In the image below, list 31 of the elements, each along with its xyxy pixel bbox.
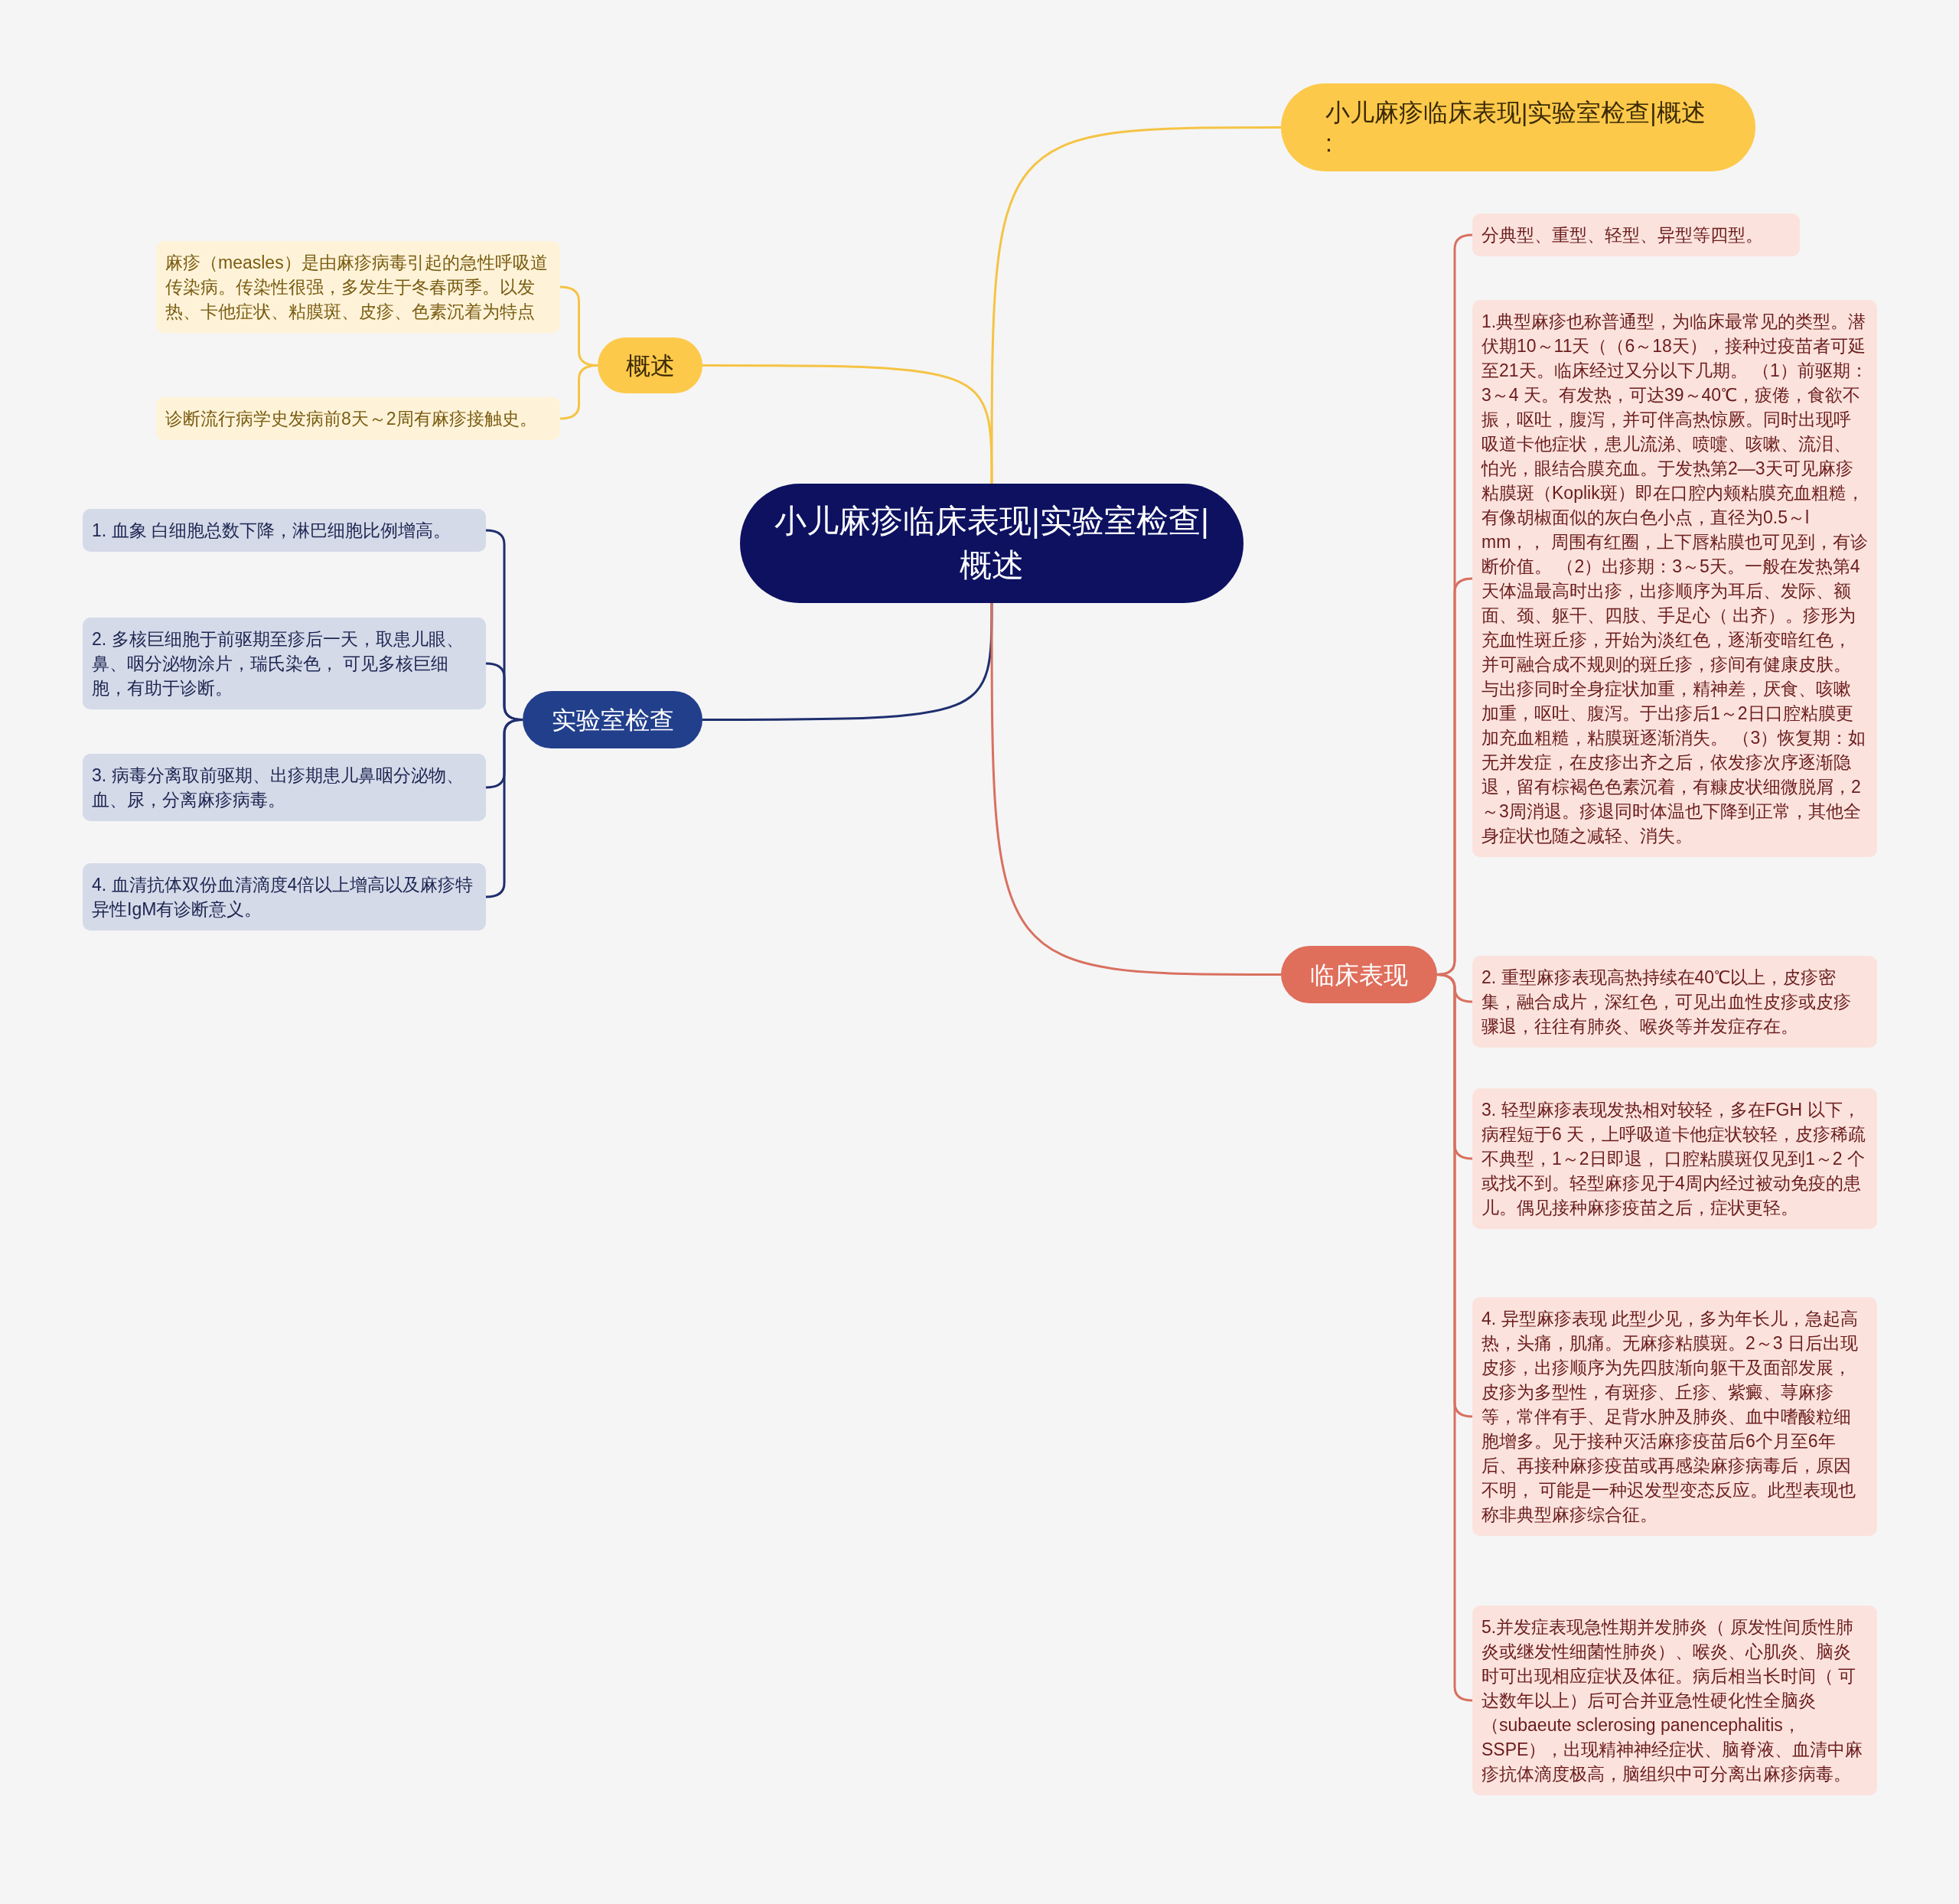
node-text: 2. 多核巨细胞于前驱期至疹后一天，取患儿眼、鼻、咽分泌物涂片，瑞氏染色， 可见多核巨细胞，有助于诊断。 — [92, 628, 464, 699]
node-text: 概述 — [625, 350, 675, 381]
note-box — [1472, 956, 1877, 1048]
note-box — [1472, 1606, 1877, 1795]
node-text: 小儿麻疹临床表现|实验室检查|概述 — [774, 502, 1210, 585]
note-box — [83, 863, 486, 931]
note-box — [1472, 1088, 1877, 1229]
note-box — [83, 509, 486, 552]
note-box — [156, 241, 560, 333]
connector — [702, 603, 993, 721]
connector — [990, 603, 1281, 976]
node-text: 诊断流行病学史发病前8天～2周有麻疹接触史。 — [165, 408, 538, 430]
node-text: 麻疹（measles）是由麻疹病毒引起的急性呼吸道传染病。传染性很强，多发生于冬春两季。以发热、卡他症状、粘膜斑、皮疹、色素沉着为特点 — [165, 252, 549, 323]
node-text: 分典型、重型、轻型、异型等四型。 — [1481, 224, 1764, 246]
note-box — [83, 618, 486, 709]
node-text: 临床表现 — [1310, 960, 1408, 990]
node-text: 1. 血象 白细胞总数下降，淋巴细胞比例增高。 — [92, 520, 451, 542]
node-text: 3. 病毒分离取前驱期、出疹期患儿鼻咽分泌物、血、尿，分离麻疹病毒。 — [92, 765, 464, 811]
node-text: 2. 重型麻疹表现高热持续在40℃以上，皮疹密集，融合成片，深红色，可见出血性皮疹或皮疹骤退，往往有肺炎、喉炎等并发症存在。 — [1481, 967, 1852, 1038]
node-text: 5.并发症表现急性期并发肺炎（ 原发性间质性肺炎或继发性细菌性肺炎）、喉炎、心肌炎、脑炎时可出现相应症状及体征。病后相当长时间（ 可达数年以上）后可合并亚急性硬化性全脑炎（subaeute sclerosing panencephalitis， SSPE），出现精神神经症状、脑脊液、血清中麻疹抗体滴度极高，脑组织中可分离出麻疹病毒。 — [1481, 1616, 1864, 1785]
node-text: 4. 异型麻疹表现 此型少见，多为年长儿，急起高热，头痛，肌痛。无麻疹粘膜斑。2～3 日后出现皮疹，出疹顺序为先四肢渐向躯干及面部发展，皮疹为多型性，有斑疹、丘疹、紫癜、荨麻疹等，常伴有手、足背水肿及肺炎、血中嗜酸粒细胞增多。见于接种灭活麻疹疫苗后6个月至6年后、再接种麻疹疫苗或再感染麻疹病毒后，原因不明， 可能是一种迟发型变态反应。此型表现也称非典型麻疹综合征。 — [1481, 1308, 1859, 1526]
connector — [990, 126, 1281, 484]
node-text: 4. 血清抗体双份血清滴度4倍以上增高以及麻疹特异性IgM有诊断意义。 — [92, 874, 474, 921]
node-text: 1.典型麻疹也称普通型，为临床最常见的类型。潜伏期10～11天（（6～18天），接种过疫苗者可延至21天。临床经过又分以下几期。 （1）前驱期：3～4 天。有发热，可达39～40℃，疲倦，食欲不振，呕吐，腹泻，并可伴高热惊厥。同时出现呼吸道卡他症状，患儿流涕、喷嚏、咳嗽、流泪、怕光，眼结合膜充血。于发热第2—3天可见麻疹粘膜斑（Koplik斑）即在口腔内颊粘膜充血粗糙，有像胡椒面似的灰白色小点，直径为0.5～l mm，， 周围有红圈，上下唇粘膜也可见到，有诊断价值。 （2）出疹期：3～5天。一般在发热第4天体温最高时出疹，出疹顺序为耳后、发际、额面、颈、躯干、四肢、手足心（ 出齐）。疹形为充血性斑丘疹，开始为淡红色，逐渐变暗红色，并可融合成不规则的斑丘疹，疹间有健康皮肤。与出疹同时全身症状加重，精神差，厌食、咳嗽加重，呕吐、腹泻。于出疹后1～2日口腔粘膜更加充血粗糙，粘膜斑逐渐消失。 （3）恢复期：如无并发症，在皮疹出齐之后，依发疹次序逐渐隐退，留有棕褐色色素沉着，有糠皮状细微脱屑，2～3周消退。疹退同时体温也下降到正常，其他全身症状也随之减轻、消失。 — [1481, 311, 1868, 847]
node-text: 3. 轻型麻疹表现发热相对较轻，多在FGH 以下，病程短于6 天，上呼吸道卡他症状较轻，皮疹稀疏不典型，1～2日即退， 口腔粘膜斑仅见到1～2 个或找不到。轻型麻疹见于4周内经过被动免疫的患儿。偶见接种麻疹疫苗之后，症状更轻。 — [1481, 1099, 1867, 1219]
node-text: 实验室检查 — [551, 705, 674, 735]
connector — [702, 364, 993, 484]
node-text: 小儿麻疹临床表现|实验室检查|概述 : — [1325, 97, 1706, 158]
note-box — [156, 397, 560, 440]
note-box — [83, 754, 486, 821]
note-box — [1472, 214, 1800, 256]
